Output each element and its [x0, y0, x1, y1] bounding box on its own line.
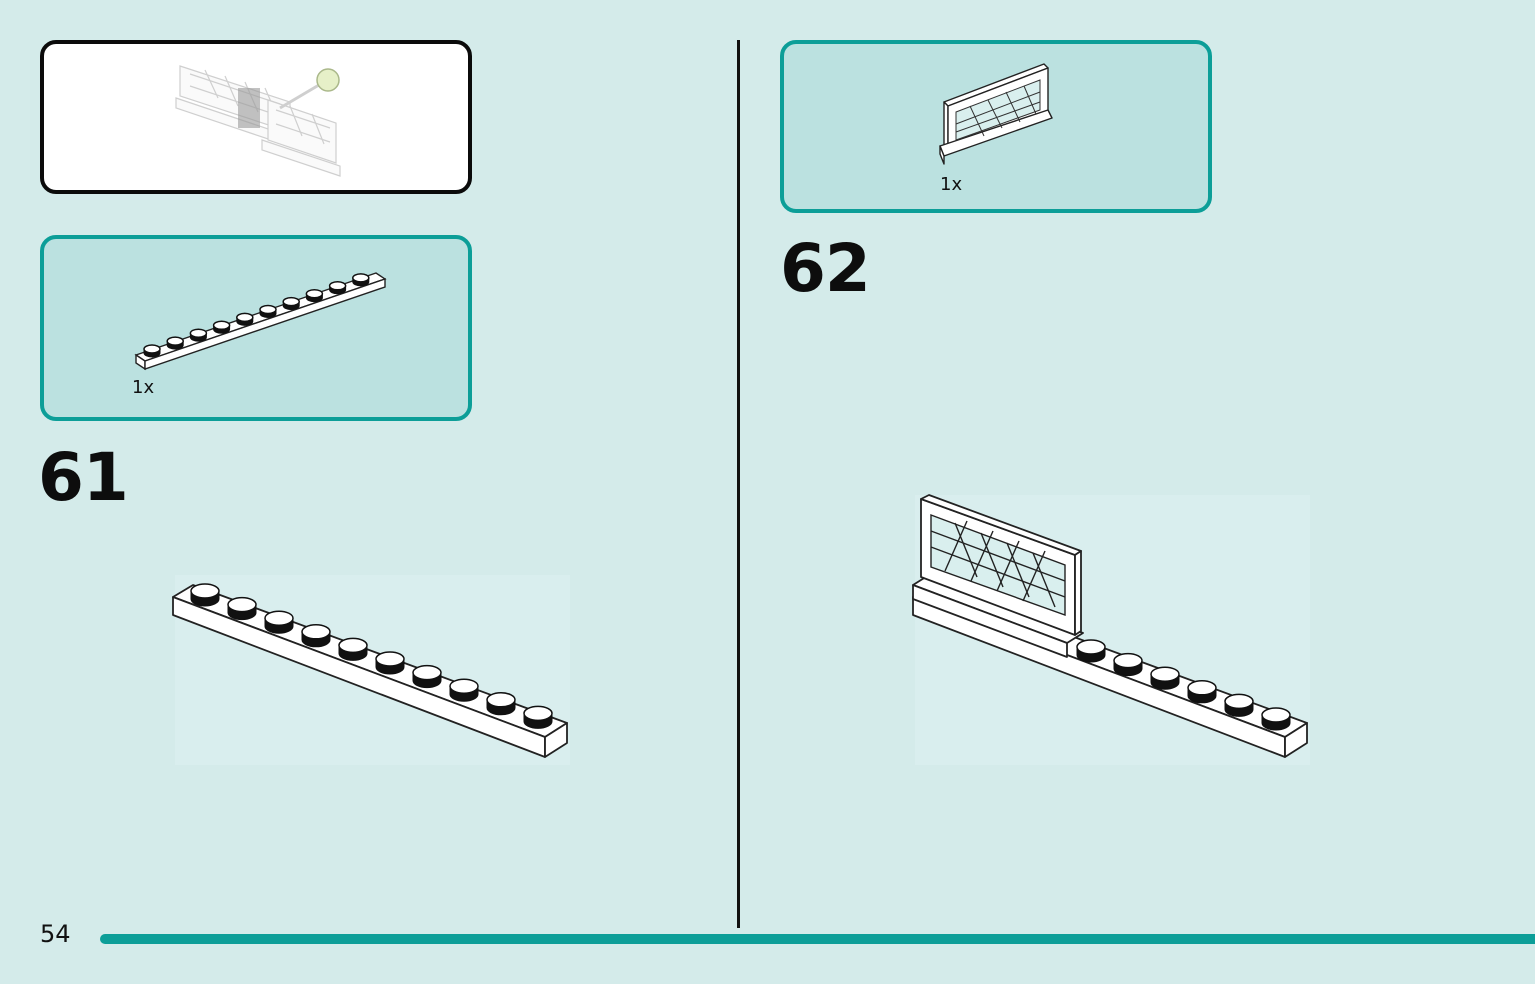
- stud-top: [143, 344, 161, 354]
- stud-top: [1224, 693, 1254, 710]
- page-number: 54: [40, 920, 71, 948]
- stud-top: [449, 678, 479, 694]
- stud-top: [338, 637, 368, 654]
- step-61-parts-box: 1x: [40, 235, 472, 421]
- step-61-assembly-plate: [172, 583, 568, 758]
- stud-top: [486, 692, 516, 708]
- page-divider: [737, 40, 740, 928]
- stud-top: [282, 296, 300, 307]
- assembly-studs: [190, 583, 553, 729]
- stud-top: [190, 583, 220, 599]
- stud-top: [523, 705, 553, 722]
- step-62-parts-box: 1x: [780, 40, 1212, 213]
- stud-top: [1150, 666, 1180, 682]
- stud-top: [1187, 680, 1217, 696]
- stud-top: [264, 610, 294, 626]
- stud-top: [227, 596, 257, 613]
- stud-top: [1261, 707, 1291, 723]
- stud-top: [1076, 639, 1106, 655]
- assembly-studs: [1076, 639, 1291, 731]
- stud-top: [166, 336, 184, 346]
- stud-top: [301, 624, 331, 640]
- plate-studs: [143, 273, 370, 358]
- step-62-assembly-plate-with-fence: [912, 494, 1308, 758]
- step-61-part-qty: 1x: [132, 377, 155, 398]
- stud-top: [212, 320, 231, 331]
- step-62-part-qty: 1x: [940, 174, 963, 195]
- plate-1x12-icon: [134, 272, 387, 371]
- step-62-number: 62: [780, 230, 871, 307]
- stud-top: [259, 304, 277, 315]
- stud-top: [412, 664, 442, 681]
- stud-top: [1113, 652, 1143, 669]
- submodel-fence-gate-illustration: [175, 65, 341, 177]
- stud-top: [375, 651, 405, 667]
- fence-lattice-icon: [939, 63, 1053, 165]
- stud-top: [352, 273, 370, 283]
- stud-top: [189, 328, 208, 338]
- stud-top: [236, 312, 254, 323]
- stud-top: [305, 288, 324, 299]
- page-progress-bar: [100, 934, 1535, 944]
- step-61-number: 61: [38, 439, 129, 516]
- submodel-callout: [40, 40, 472, 194]
- stud-top: [328, 281, 347, 291]
